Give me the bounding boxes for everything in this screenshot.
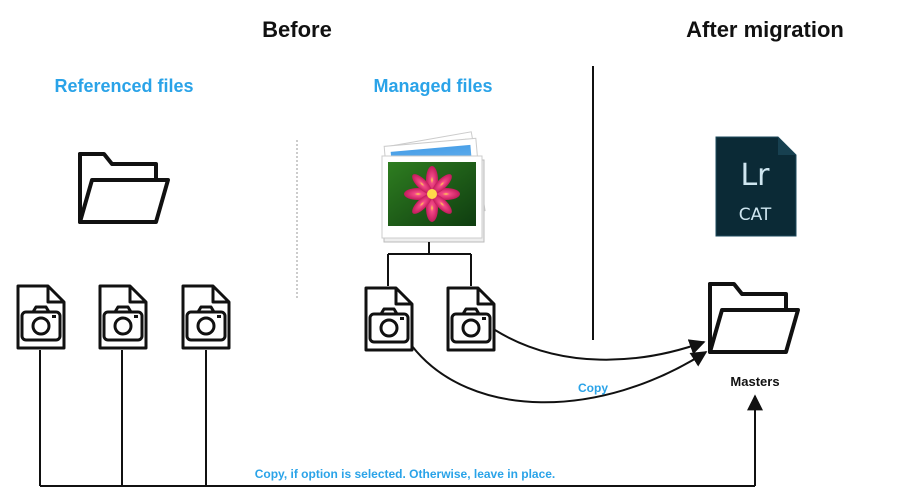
lr-logo-text: Lr [740, 158, 770, 193]
photo-file-icon [446, 286, 496, 352]
photos-stack-icon [381, 131, 486, 243]
copy-arrow-lower [411, 345, 708, 404]
referenced-copy-connector [39, 350, 763, 487]
photo-file-icon [98, 284, 148, 350]
photo-file-icon [16, 284, 66, 350]
photo-file-icon [364, 286, 414, 352]
heading-before: Before [262, 17, 332, 42]
section-referenced-files: Referenced files [54, 76, 193, 96]
copy-label: Copy [578, 381, 608, 395]
masters-label: Masters [730, 374, 779, 389]
heading-after-migration: After migration [686, 17, 844, 42]
section-managed-files: Managed files [373, 76, 492, 96]
photo-file-icon [181, 284, 231, 350]
copy-arrow-upper [494, 329, 706, 361]
lightroom-catalog-icon: Lr CAT [715, 136, 797, 237]
cat-logo-text: CAT [739, 205, 772, 225]
managed-tree-connector [387, 242, 472, 286]
referenced-folder-icon [78, 152, 170, 224]
copy-if-option-label: Copy, if option is selected. Otherwise, … [255, 467, 556, 481]
masters-folder-icon [708, 282, 800, 354]
